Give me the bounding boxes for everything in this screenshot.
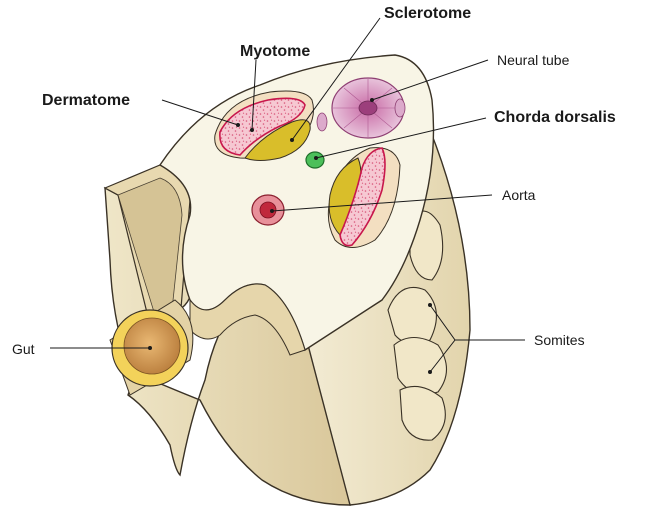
label-myotome: Myotome: [240, 44, 310, 60]
label-aorta: Aorta: [502, 188, 535, 202]
label-gut: Gut: [12, 342, 35, 356]
label-somites: Somites: [534, 333, 585, 347]
neural-crest-right: [395, 99, 405, 117]
label-sclerotome: Sclerotome: [384, 6, 471, 22]
neural-tube-lumen: [359, 101, 377, 115]
label-chorda-dorsalis: Chorda dorsalis: [494, 110, 616, 126]
label-neural-tube: Neural tube: [497, 53, 569, 67]
gut-lumen: [124, 318, 180, 374]
neural-crest-left: [317, 113, 327, 131]
label-dermatome: Dermatome: [42, 93, 130, 109]
chorda-dorsalis: [306, 152, 324, 168]
